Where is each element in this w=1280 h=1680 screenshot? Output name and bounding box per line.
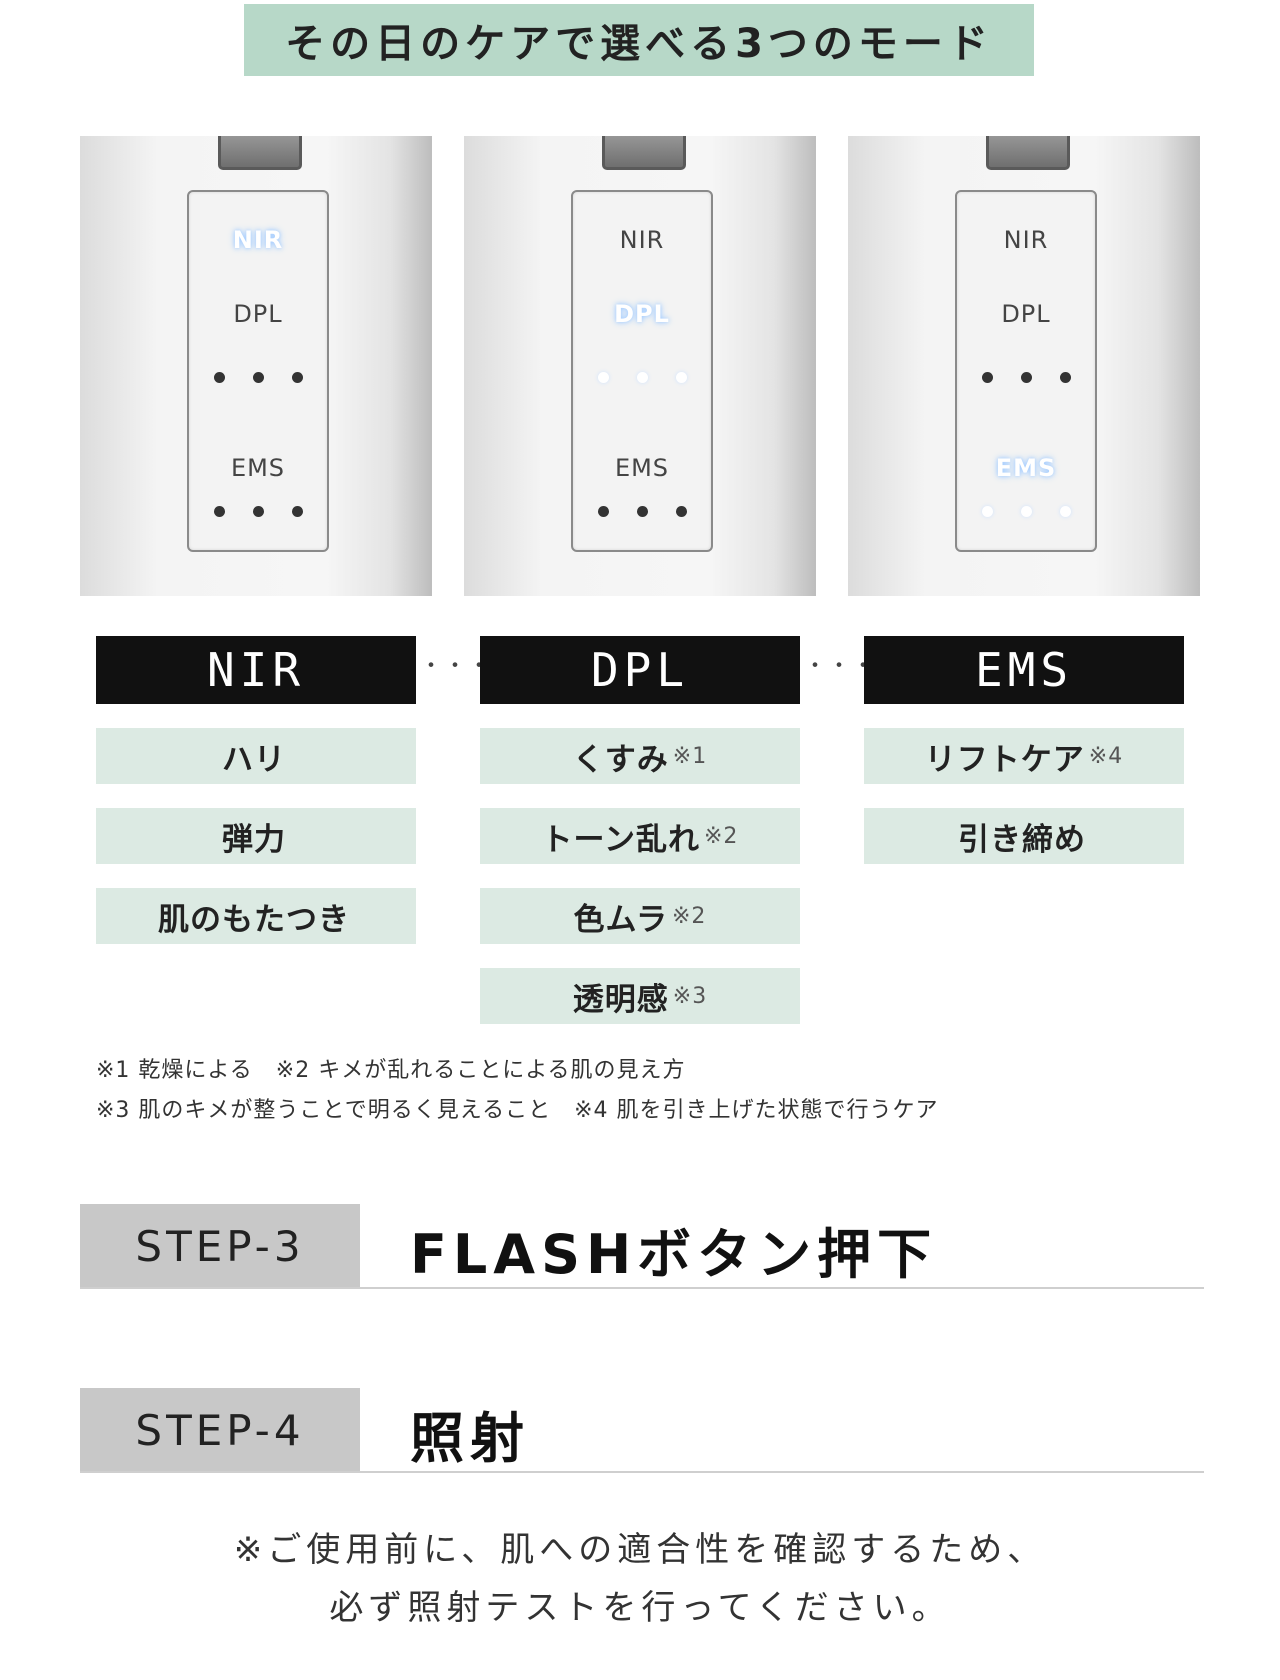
indicator-dots-dpl	[957, 372, 1095, 383]
benefit-note: ※2	[672, 903, 707, 929]
benefit-note: ※3	[672, 983, 708, 1009]
mode-header-nir: NIR	[96, 636, 416, 704]
indicator-dots-ems	[573, 506, 711, 517]
benefit-text: 透明感	[572, 981, 669, 1018]
indicator-label-ems: EMS	[995, 454, 1057, 482]
benefit-note: ※1	[672, 743, 708, 769]
indicator-dots-ems	[957, 506, 1095, 517]
indicator-label-ems: EMS	[230, 454, 286, 482]
mode-header-dpl: DPL	[480, 636, 800, 704]
step-title: FLASHボタン押下	[410, 1223, 938, 1286]
benefit-text: くすみ	[572, 741, 669, 778]
indicator-label-dpl: DPL	[233, 300, 283, 328]
step-label: STEP-4	[80, 1388, 360, 1472]
flash-button-image	[602, 136, 686, 170]
indicator-label-dpl: DPL	[1001, 300, 1051, 328]
caution-line: 必ず照射テストを行ってください。	[329, 1588, 951, 1628]
indicator-dots-dpl	[189, 372, 327, 383]
benefit-item: トーン乱れ※2	[480, 808, 800, 864]
benefit-text: 肌のもたつき	[158, 901, 350, 938]
benefit-item: 色ムラ※2	[480, 888, 800, 944]
benefit-note: ※2	[704, 823, 739, 849]
indicator-dots-ems	[189, 506, 327, 517]
footnote-line: ※3 肌のキメが整うことで明るく見えること ※4 肌を引き上げた状態で行うケア	[96, 1098, 939, 1123]
section-title: その日のケアで選べる3つのモード	[244, 4, 1034, 76]
benefit-text: 色ムラ	[573, 901, 668, 938]
mode-indicator-face: NIR DPL EMS	[187, 190, 329, 552]
indicator-label-nir: NIR	[1003, 226, 1049, 254]
step-divider	[80, 1287, 1204, 1289]
benefit-item: 透明感※3	[480, 968, 800, 1024]
benefit-item: ハリ	[96, 728, 416, 784]
step-label: STEP-3	[80, 1204, 360, 1288]
benefit-text: ハリ	[222, 741, 286, 778]
mode-separator: ・・・	[804, 654, 877, 679]
caution-line: ※ご使用前に、肌への適合性を確認するため、	[233, 1530, 1047, 1570]
mode-separator: ・・・	[420, 654, 493, 679]
flash-button-image	[986, 136, 1070, 170]
benefit-text: 弾力	[222, 821, 286, 858]
step-divider	[80, 1471, 1204, 1473]
indicator-label-ems: EMS	[614, 454, 670, 482]
benefit-text: リフトケア	[924, 741, 1085, 778]
step-title: 照射	[410, 1407, 530, 1470]
benefit-item: 弾力	[96, 808, 416, 864]
mode-indicator-face: NIR DPL EMS	[955, 190, 1097, 552]
footnote-line: ※1 乾燥による ※2 キメが乱れることによる肌の見え方	[96, 1058, 686, 1083]
indicator-label-nir: NIR	[619, 226, 665, 254]
device-panel-dpl: NIR DPL EMS	[464, 136, 816, 596]
benefit-item: リフトケア※4	[864, 728, 1184, 784]
benefit-text: トーン乱れ	[541, 821, 700, 858]
device-panel-ems: NIR DPL EMS	[848, 136, 1200, 596]
mode-header-ems: EMS	[864, 636, 1184, 704]
indicator-label-nir: NIR	[232, 226, 284, 254]
flash-button-image	[218, 136, 302, 170]
benefit-item: 引き締め	[864, 808, 1184, 864]
benefit-item: くすみ※1	[480, 728, 800, 784]
benefit-note: ※4	[1088, 743, 1124, 769]
device-panel-nir: NIR DPL EMS	[80, 136, 432, 596]
benefit-item: 肌のもたつき	[96, 888, 416, 944]
indicator-dots-dpl	[573, 372, 711, 383]
indicator-label-dpl: DPL	[614, 300, 670, 328]
mode-indicator-face: NIR DPL EMS	[571, 190, 713, 552]
benefit-text: 引き締め	[958, 821, 1086, 858]
